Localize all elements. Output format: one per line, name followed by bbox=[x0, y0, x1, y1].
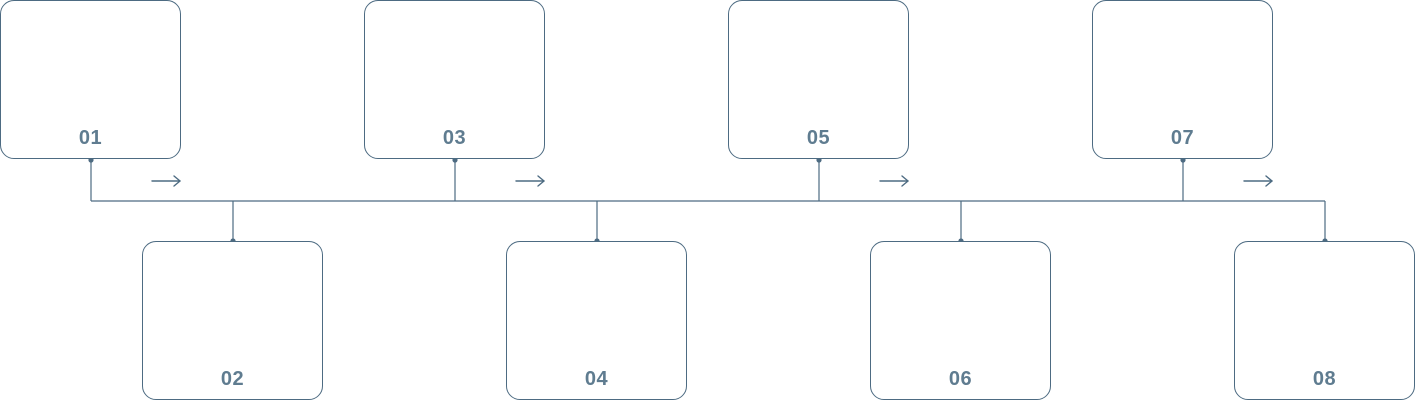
step-box-07: 07 bbox=[1092, 0, 1273, 159]
arrow-right-icon bbox=[151, 175, 181, 187]
step-box-05: 05 bbox=[728, 0, 909, 159]
step-number: 06 bbox=[948, 368, 973, 390]
step-number: 04 bbox=[584, 368, 609, 390]
step-number: 02 bbox=[220, 368, 245, 390]
step-number: 01 bbox=[78, 127, 103, 149]
step-box-08: 08 bbox=[1234, 241, 1415, 400]
step-number: 07 bbox=[1170, 127, 1195, 149]
step-box-01: 01 bbox=[0, 0, 181, 159]
step-box-06: 06 bbox=[870, 241, 1051, 400]
step-number: 08 bbox=[1312, 368, 1337, 390]
arrow-right-icon bbox=[879, 175, 909, 187]
step-number: 05 bbox=[806, 127, 831, 149]
arrow-right-icon bbox=[515, 175, 545, 187]
step-box-03: 03 bbox=[364, 0, 545, 159]
step-box-04: 04 bbox=[506, 241, 687, 400]
step-box-02: 02 bbox=[142, 241, 323, 400]
step-number: 03 bbox=[442, 127, 467, 149]
arrow-right-icon bbox=[1243, 175, 1273, 187]
